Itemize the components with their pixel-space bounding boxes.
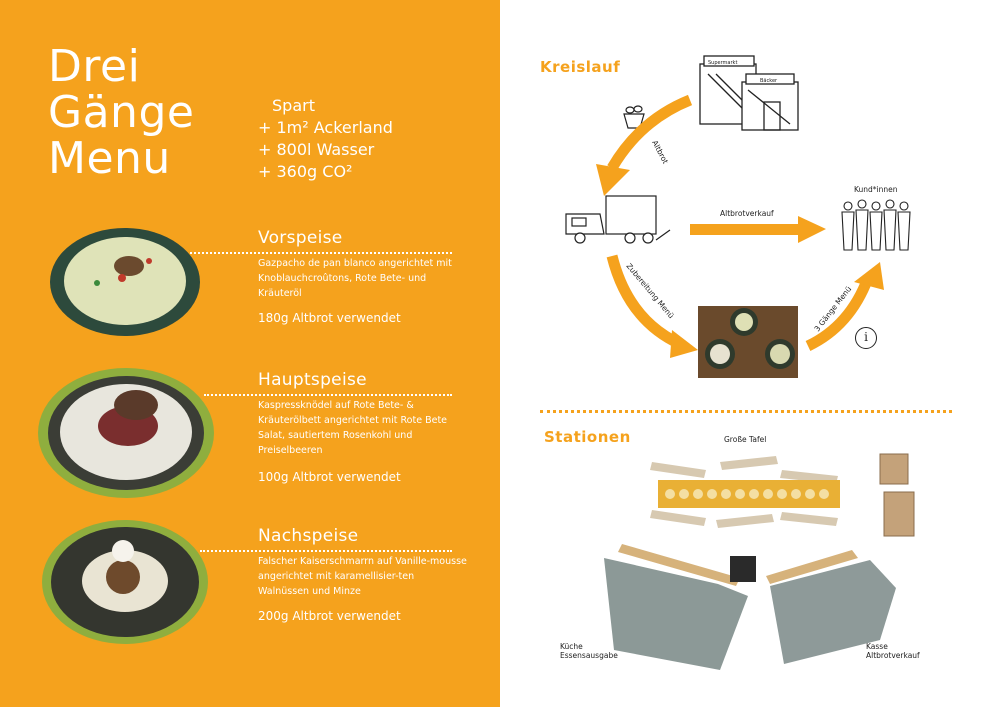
menu-panel: Drei Gänge Menu Spart + 1m² Ackerland + …	[0, 0, 500, 707]
savings-list: Spart + 1m² Ackerland + 800l Wasser + 36…	[258, 96, 393, 181]
station-label-kasse: Kasse Altbrotverkauf	[866, 642, 920, 660]
starter-divider	[190, 252, 452, 254]
starter-name: Vorspeise	[258, 228, 343, 248]
arrowhead-altbrotverkauf	[798, 216, 826, 243]
customers-illustration	[841, 199, 911, 251]
starter-course: Vorspeise Gazpacho de pan blanco angeric…	[258, 228, 468, 325]
dessert-course: Nachspeise Falscher Kaiserschmarrn auf V…	[258, 526, 468, 623]
customers-label: Kund*innen	[854, 185, 898, 194]
arrow-shop-to-truck	[607, 94, 693, 171]
shops-illustration	[699, 55, 799, 131]
dessert-divider	[200, 550, 452, 552]
main-plate-image	[38, 368, 214, 498]
main-course: Hauptspeise Kaspressknödel auf Rote Bete…	[258, 370, 468, 484]
arrow-truck-to-menu	[606, 254, 683, 349]
main-bread-used: 100g Altbrot verwendet	[258, 470, 401, 484]
arrowhead-gaenge	[854, 262, 884, 290]
main-divider	[204, 394, 452, 396]
stations-illustration	[604, 453, 915, 670]
sign-supermarkt: Supermarkt	[708, 60, 737, 66]
cycle-title: Kreislauf	[540, 58, 621, 76]
arrow-label-altbrotverkauf: Altbrotverkauf	[720, 209, 774, 218]
arrowhead-zubereitung	[670, 330, 698, 358]
truck-icon	[565, 195, 671, 244]
info-icon[interactable]: i	[855, 327, 877, 349]
starter-description: Gazpacho de pan blanco angerichtet mit K…	[258, 258, 452, 299]
arrowhead-altbrot	[596, 164, 630, 196]
starter-bread-used: 180g Altbrot verwendet	[258, 311, 401, 325]
menu-photo	[698, 306, 798, 378]
dessert-name: Nachspeise	[258, 526, 359, 546]
station-label-kueche: Küche Essensausgabe	[560, 642, 618, 660]
stations-title: Stationen	[544, 428, 631, 446]
main-description: Kaspressknödel auf Rote Bete- & Kräuterö…	[258, 400, 448, 456]
arrow-label-gaenge: 3 Gänge Menü	[812, 284, 853, 333]
arrow-label-altbrot: Altbrot	[650, 139, 670, 166]
sign-baecker: Bäcker	[760, 78, 778, 84]
section-divider	[540, 410, 952, 413]
menu-title: Drei Gänge Menu	[48, 41, 195, 184]
arrow-altbrotverkauf	[690, 224, 800, 235]
dessert-description: Falscher Kaiserschmarrn auf Vanille-mous…	[258, 556, 467, 597]
station-label-tafel: Große Tafel	[724, 435, 767, 444]
starter-plate-image	[50, 228, 200, 336]
dessert-plate-image	[42, 520, 208, 644]
arrow-label-zubereitung: Zubereitung Menü	[624, 262, 675, 321]
bread-basket-icon	[623, 105, 645, 129]
main-name: Hauptspeise	[258, 370, 367, 390]
dessert-bread-used: 200g Altbrot verwendet	[258, 609, 401, 623]
